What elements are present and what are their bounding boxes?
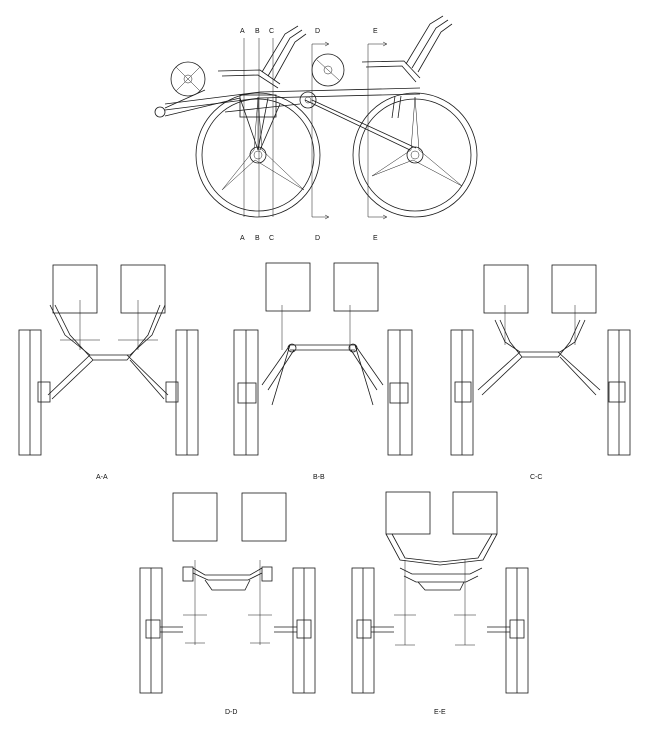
marker-B-top: B	[255, 28, 260, 35]
section-label-D-D: D-D	[225, 709, 237, 716]
section-label-B-B: B-B	[313, 474, 325, 481]
marker-D-top: D	[315, 28, 320, 35]
marker-A-bottom: A	[240, 235, 245, 242]
rear-seat	[217, 25, 307, 89]
section-E-E: E-E	[351, 491, 529, 716]
section-label-C-C: C-C	[530, 474, 542, 481]
marker-E-top: E	[373, 28, 378, 35]
section-B-B: B-B	[233, 262, 413, 481]
section-label-E-E: E-E	[434, 709, 446, 716]
rear-wheel	[195, 92, 321, 218]
marker-C-top: C	[269, 28, 274, 35]
section-label-A-A: A-A	[96, 474, 108, 481]
section-plane-E	[367, 41, 388, 220]
marker-E-bottom: E	[373, 235, 378, 242]
section-D-D: D-D	[139, 492, 316, 716]
marker-D-bottom: D	[315, 235, 320, 242]
rear-pulley	[154, 61, 241, 118]
main-frame	[164, 87, 421, 151]
section-plane-D	[311, 41, 330, 220]
section-C-C: C-C	[450, 264, 631, 481]
mid-pulley	[311, 53, 345, 87]
marker-B-bottom: B	[255, 235, 260, 242]
section-A-A: A-A	[18, 264, 199, 481]
side-elevation-view: A B C D E A B C D E	[154, 15, 478, 242]
front-wheel	[352, 92, 478, 218]
marker-C-bottom: C	[269, 235, 274, 242]
marker-A-top: A	[240, 28, 245, 35]
front-seat	[361, 15, 453, 83]
